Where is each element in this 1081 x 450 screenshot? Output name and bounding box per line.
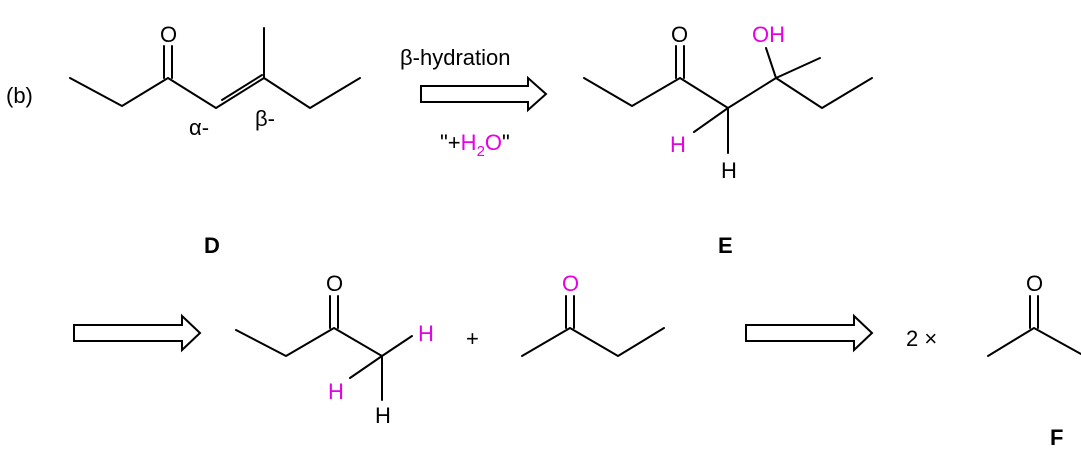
beta-label: β-: [255, 106, 275, 131]
molecule-e-h-bond-1: [693, 107, 729, 133]
step1-water-subscript: 2: [477, 143, 485, 160]
fragment-1-h-bond-left: [349, 355, 383, 379]
retro-arrow-3: [745, 313, 874, 353]
molecule-f-chain: [987, 327, 1081, 357]
open-arrow-1: [420, 75, 548, 113]
fragment-ketone-2: O: [521, 271, 665, 357]
molecule-d-chain: [69, 77, 361, 109]
fragment-ketone-1: O H H H: [235, 271, 434, 428]
molecule-e-hydrogen-highlighted: H: [670, 132, 686, 157]
compound-label-f: F: [1050, 425, 1063, 450]
fragment-1-hydrogen-right: H: [418, 321, 434, 346]
molecule-e-oxygen: O: [671, 22, 688, 47]
retro-arrow-2: [73, 313, 202, 353]
step1-label-bottom: "+H2O": [440, 130, 510, 160]
fragment-1-oxygen: O: [326, 271, 343, 296]
retro-arrow-1: β-hydration "+H2O": [400, 45, 548, 160]
part-label: (b): [6, 83, 33, 108]
compound-label-e: E: [718, 233, 733, 258]
step1-plus-text: "+: [440, 130, 461, 155]
open-arrow-3: [745, 313, 874, 353]
fragment-2-oxygen: O: [562, 271, 579, 296]
molecule-f-oxygen: O: [1026, 271, 1043, 296]
molecule-e-hydroxyl: OH: [752, 22, 785, 47]
molecule-e-methyl: [775, 57, 821, 79]
alpha-label: α-: [189, 115, 209, 140]
fragment-1-chain: [235, 327, 413, 357]
compound-label-d: D: [204, 233, 220, 258]
molecule-e-chain: [583, 77, 873, 109]
step1-water-h: H: [461, 130, 477, 155]
plus-sign: +: [466, 326, 479, 351]
fragment-1-hydrogen-bottom: H: [375, 403, 391, 428]
molecule-e-oh-bond: [765, 47, 777, 79]
molecule-d-oxygen: O: [160, 22, 177, 47]
step1-quote-end: ": [502, 130, 510, 155]
molecule-e: O OH H H E: [583, 22, 873, 258]
fragment-2-chain: [521, 327, 665, 357]
molecule-d: (b) O α- β- D: [6, 22, 361, 258]
molecule-e-hydrogen: H: [721, 158, 737, 183]
open-arrow-2: [73, 313, 202, 353]
molecule-d-alkene-bond: [221, 74, 263, 101]
fragment-1-hydrogen-left: H: [328, 379, 344, 404]
molecule-f: 2 × O F: [906, 271, 1081, 450]
step1-water-o: O: [485, 130, 502, 155]
multiplier: 2 ×: [906, 326, 937, 351]
step1-label-top: β-hydration: [400, 45, 510, 70]
